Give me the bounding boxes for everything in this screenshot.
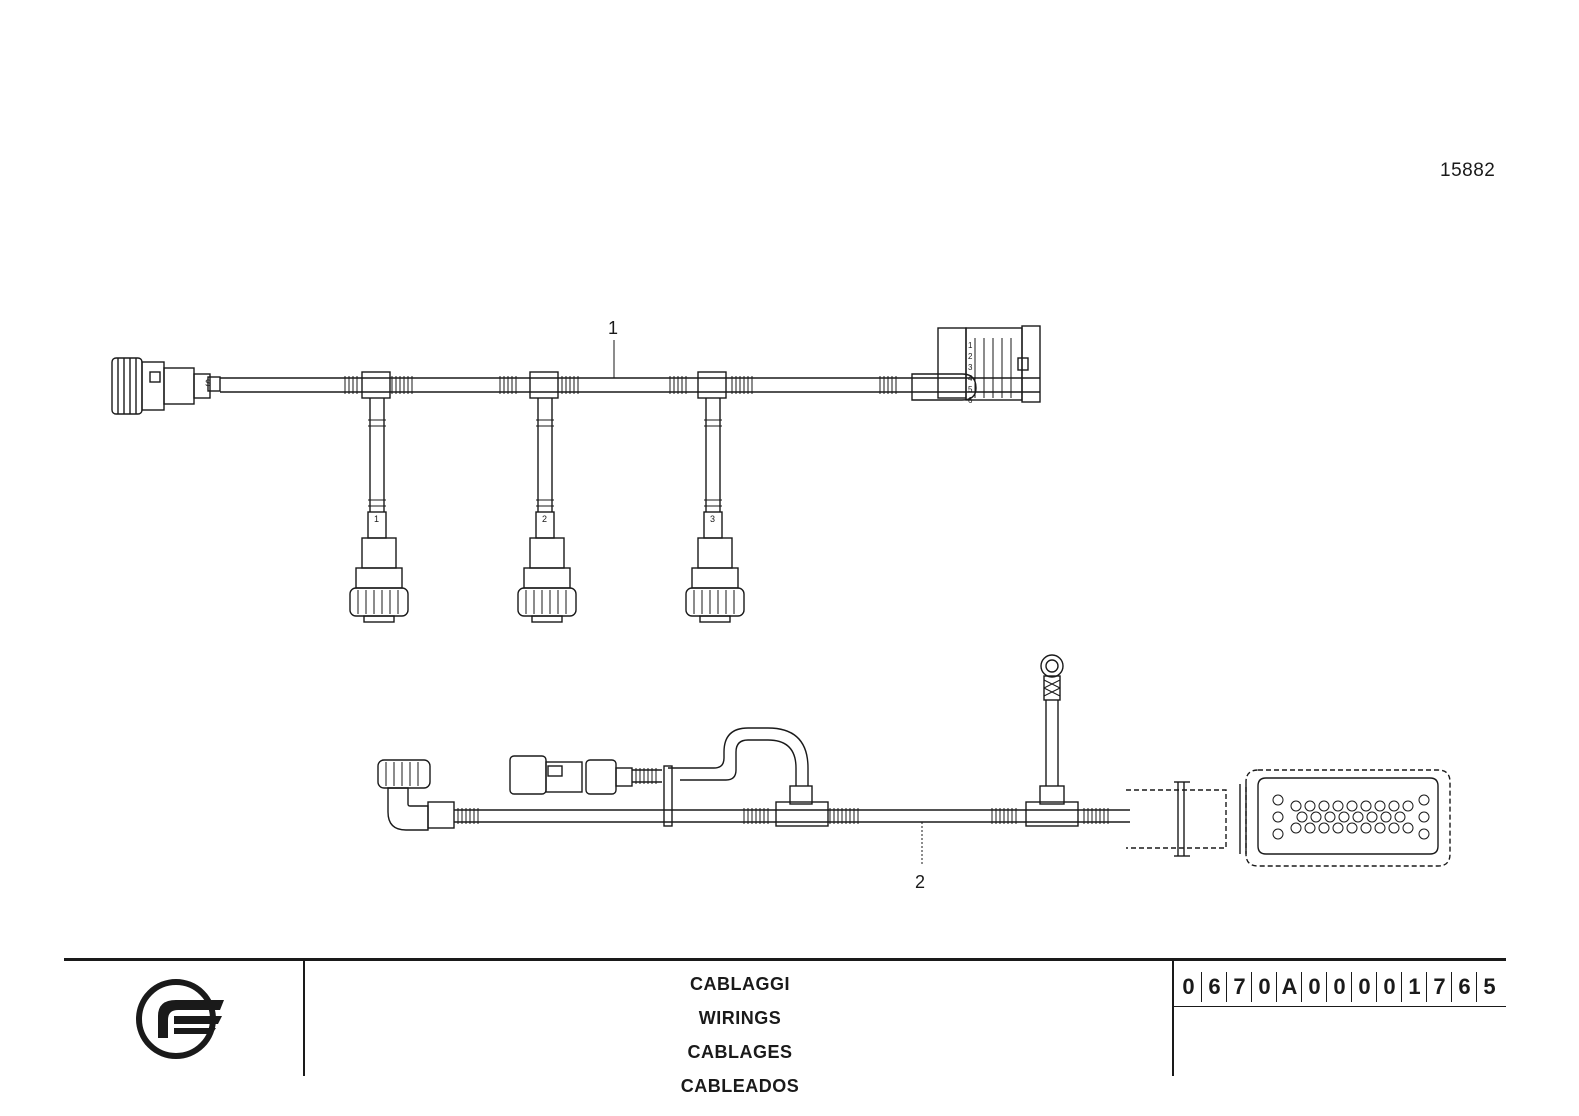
part-code-char: 0 [1351,972,1377,1002]
harness-1-drop-2 [517,398,577,623]
title-block-divider-left [303,960,305,1076]
pin-label: 4 [968,374,973,383]
part-code-char: 0 [1376,972,1402,1002]
part-code-char: 0 [1251,972,1277,1002]
part-code-char: 1 [1401,972,1427,1002]
drawing-code: 15882 [1440,160,1496,181]
part-code-char: 6 [1451,972,1477,1002]
wiring-diagram [111,325,1451,867]
connector-label-drop-2: 2 [542,514,548,524]
harness-2-branch-connector [509,755,662,795]
part-code-char: 7 [1226,972,1252,1002]
connector-label-drop-3: 3 [710,514,716,524]
title-english: WIRINGS [698,1008,782,1028]
title-block-top-rule [64,958,1506,961]
pin-label: 1 [968,341,973,350]
harness-1-drop-1 [349,398,409,623]
part-code-char: A [1276,972,1302,1002]
part-code-char: 5 [1476,972,1502,1002]
pin-label: 6 [968,396,973,405]
harness-2-left-connector [377,759,455,831]
pin-labels: 1 2 3 4 5 6 [968,340,976,406]
callout-2: 2 [915,872,926,892]
harness-1-right-connector [911,325,1041,403]
title-italian: CABLAGGI [690,974,790,994]
brand-logo-icon [136,979,224,1059]
title-spanish: CABLEADOS [680,1076,800,1096]
part-code-char: 0 [1326,972,1352,1002]
title-block-divider-right [1172,960,1174,1076]
pin-label: 3 [968,363,973,372]
part-code-char: 0 [1301,972,1327,1002]
connector-label-s: S [205,378,212,388]
part-code-char: 0 [1182,974,1195,999]
pin-label: 5 [968,385,973,394]
harness-1-drop-3 [685,398,745,623]
harness-1 [111,325,1041,623]
harness-1-left-connector [111,357,221,415]
title-french: CABLAGES [687,1042,793,1062]
harness-2 [377,654,1451,867]
harness-2-ecu-connector [1126,769,1451,867]
pin-label: 2 [968,352,973,361]
part-code-char: 7 [1426,972,1452,1002]
part-code-char: 6 [1201,972,1227,1002]
callout-1: 1 [608,318,619,338]
part-code-underline [1174,1006,1506,1007]
connector-label-drop-1: 1 [374,514,380,524]
